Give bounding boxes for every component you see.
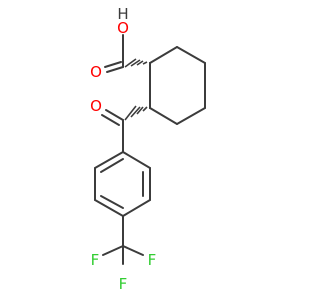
molecule-structure: H O O O F F F bbox=[90, 5, 206, 293]
fluorine-right-label: F bbox=[148, 251, 157, 269]
benzene-ring bbox=[94, 151, 151, 217]
ketone-bonds bbox=[101, 109, 124, 153]
carboxylic-acid-bonds bbox=[104, 34, 124, 73]
hydroxyl-o-label: O bbox=[117, 19, 129, 37]
fluorine-bottom-label: F bbox=[119, 275, 128, 293]
hydroxyl-h-label: H bbox=[117, 5, 128, 23]
ketone-carbonyl-o-label: O bbox=[90, 97, 102, 115]
acid-carbonyl-o-label: O bbox=[90, 63, 102, 81]
stereo-hash-bond-acid bbox=[124, 58, 151, 68]
stereo-hash-bond-ketone bbox=[124, 105, 151, 121]
trifluoromethyl-bonds bbox=[102, 215, 144, 265]
fluorine-left-label: F bbox=[91, 251, 100, 269]
cyclohexane-ring bbox=[149, 46, 206, 125]
